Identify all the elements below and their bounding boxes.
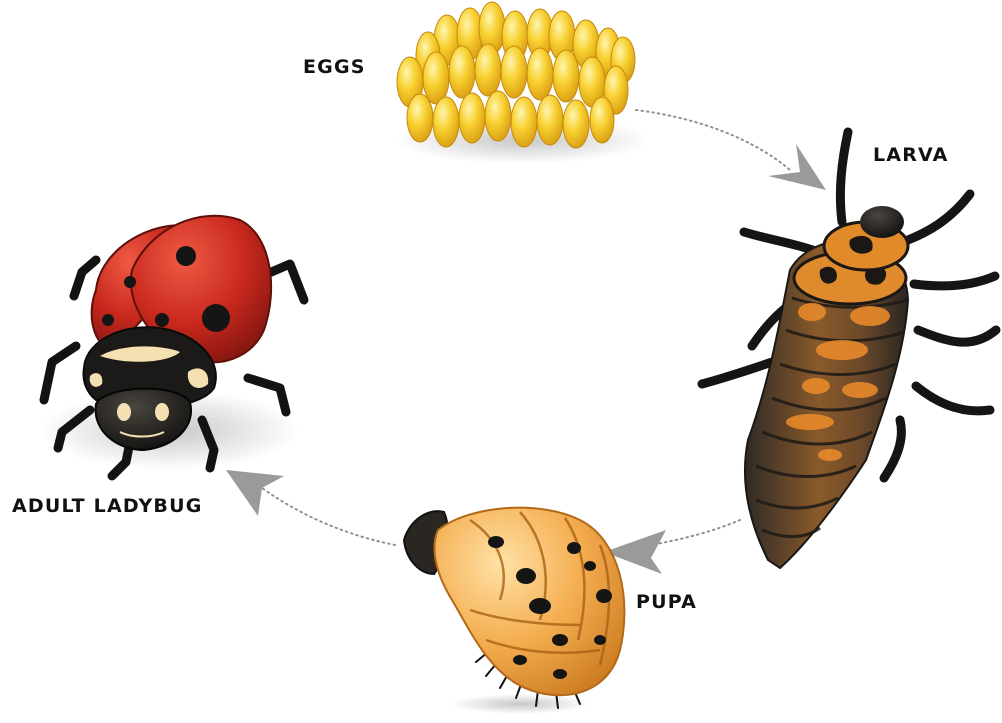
label-eggs: EGGS	[303, 56, 366, 78]
connector-eggs-to-larva	[636, 110, 790, 170]
cycle-connectors	[262, 110, 790, 546]
egg-cluster-icon	[394, 2, 650, 164]
pupa-body	[434, 508, 624, 696]
ladybug-icon	[40, 216, 304, 476]
pupa-icon	[404, 508, 624, 714]
arrowhead-larva	[768, 144, 826, 190]
larva-icon	[702, 132, 996, 568]
connector-pupa-to-adult	[262, 488, 395, 545]
arrowhead-adult	[226, 470, 284, 516]
label-pupa: PUPA	[636, 591, 697, 613]
label-larva: LARVA	[873, 144, 949, 166]
ladybug-eye-right	[155, 403, 169, 421]
label-adult-ladybug: ADULT LADYBUG	[12, 495, 203, 517]
larva-head	[860, 206, 904, 238]
ladybug-eye-left	[117, 403, 131, 421]
